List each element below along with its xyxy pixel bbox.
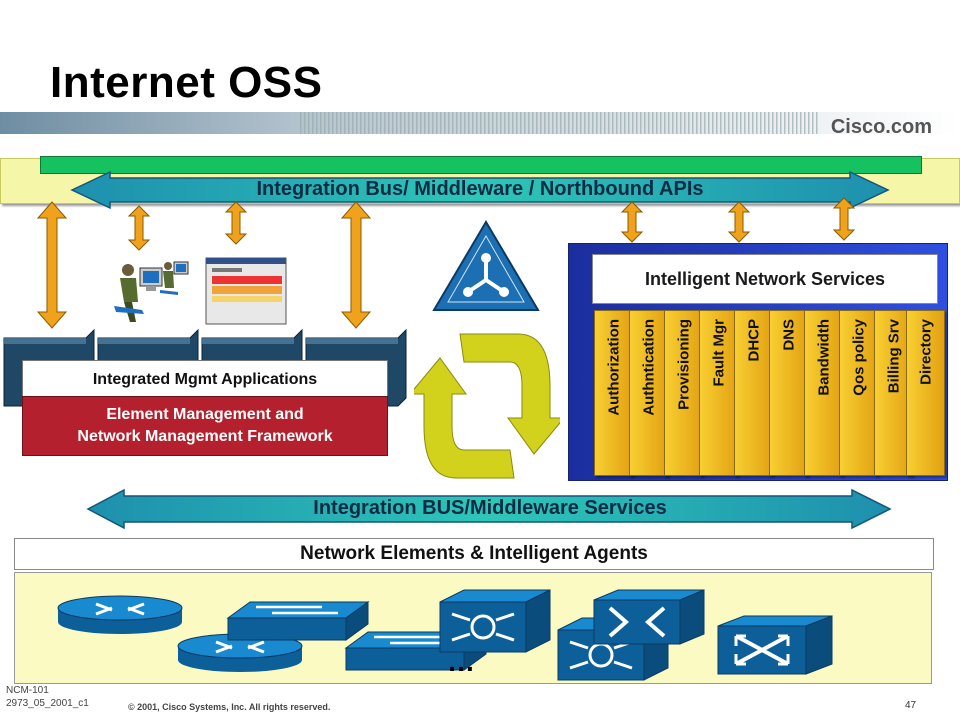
title-underline-bar (0, 112, 960, 134)
service-label: Directory (917, 319, 934, 385)
cycle-arrows-icon (414, 333, 560, 479)
router-icon (57, 595, 183, 634)
atm-switch-icon (717, 615, 833, 675)
vertical-arrow-7 (832, 197, 856, 241)
page-number: 47 (905, 700, 917, 711)
management-framework-box: Element Management and Network Managemen… (22, 396, 388, 456)
more-devices-ellipsis: … (447, 646, 477, 677)
service-column: DHCP (734, 310, 773, 476)
double-arrow-top (70, 170, 890, 210)
service-label: Fault Mgr (710, 319, 727, 387)
service-label: Qos policy (850, 319, 867, 396)
intelligent-network-services-label: Intelligent Network Services (592, 254, 938, 304)
service-label: Bandwidth (815, 319, 832, 396)
service-label: Provisioning (675, 319, 692, 410)
service-label: Authorization (605, 319, 622, 416)
integration-bus-top-label: Integration Bus/ Middleware / Northbound… (256, 177, 704, 200)
service-column: Qos policy (839, 310, 878, 476)
framework-line-1: Element Management and (106, 406, 304, 423)
footer-code: NCM-101 2973_05_2001_c1 (6, 684, 89, 710)
vertical-arrow-2 (127, 205, 151, 251)
vertical-arrow-3 (224, 201, 248, 245)
page-title: Internet OSS (50, 58, 323, 107)
service-column: Authorization (594, 310, 633, 476)
service-label: DHCP (745, 319, 762, 362)
network-triangle-icon (432, 220, 540, 311)
service-label: Billing Srv (885, 319, 902, 394)
service-column: Fault Mgr (699, 310, 738, 476)
service-column: DNS (769, 310, 808, 476)
double-arrow-middle (86, 488, 892, 530)
integration-bus-strip (40, 156, 922, 174)
network-elements-label: Network Elements & Intelligent Agents (14, 538, 934, 570)
service-column: Bandwidth (804, 310, 843, 476)
vertical-arrow-1 (36, 201, 68, 329)
integration-bus-middle-label: Integration BUS/Middleware Services (313, 496, 667, 519)
vertical-arrow-4 (340, 201, 372, 329)
service-label: DNS (780, 319, 797, 351)
service-column: Directory (906, 310, 945, 476)
service-label: Authntication (640, 319, 657, 416)
footer-copyright: © 2001, Cisco Systems, Inc. All rights r… (128, 702, 331, 712)
router-icon (177, 633, 303, 672)
service-column: Authntication (629, 310, 668, 476)
vertical-arrow-5 (620, 201, 644, 243)
integrated-mgmt-applications-label: Integrated Mgmt Applications (22, 360, 388, 400)
atm-switch-icon (593, 589, 705, 645)
switch-icon (226, 601, 370, 641)
brand-logo-text: Cisco.com (830, 116, 932, 138)
layer3-switch-icon (439, 589, 551, 653)
operator-workstation-icon (114, 261, 189, 322)
footer-code-line-1: NCM-101 (6, 685, 49, 696)
vertical-arrow-6 (727, 201, 751, 243)
application-window-icon (205, 257, 287, 325)
service-column: Provisioning (664, 310, 703, 476)
footer-code-line-2: 2973_05_2001_c1 (6, 698, 89, 709)
framework-line-2: Network Management Framework (77, 428, 333, 445)
